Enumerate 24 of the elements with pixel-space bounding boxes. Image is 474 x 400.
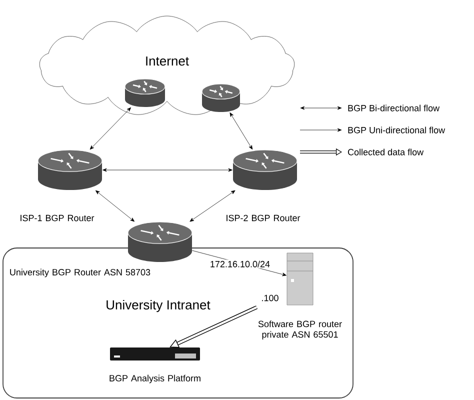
router-icon <box>232 150 298 190</box>
router-icon <box>202 84 240 112</box>
router-icon <box>38 150 102 190</box>
legend-text: Collected data flow <box>348 148 424 156</box>
legend-text: BGP Uni-directional flow <box>348 126 446 134</box>
node-caption: ISP-1 BGP Router <box>20 214 94 222</box>
router-icon <box>128 222 192 262</box>
arrow <box>190 190 236 222</box>
arrow <box>95 190 135 222</box>
node-caption: .100 <box>262 294 278 302</box>
appliance-icon <box>110 348 200 360</box>
server-icon <box>286 252 314 306</box>
arrow <box>230 112 253 150</box>
edge-label: 172.16.10.0/24 <box>208 260 272 268</box>
node-caption: BGP Analysis Platform <box>110 374 200 384</box>
node-caption: University BGP Router ASN 58703 <box>10 268 150 278</box>
arrow <box>90 107 131 150</box>
node-caption: ISP-2 BGP Router <box>226 214 300 222</box>
router-icon <box>124 78 166 107</box>
block-arrow <box>170 306 258 348</box>
node-caption: Software BGP router private ASN 65501 <box>258 320 342 340</box>
legend-text: BGP Bi-directional flow <box>348 104 440 112</box>
cloud: Internet <box>39 16 295 115</box>
arrow <box>102 168 232 172</box>
